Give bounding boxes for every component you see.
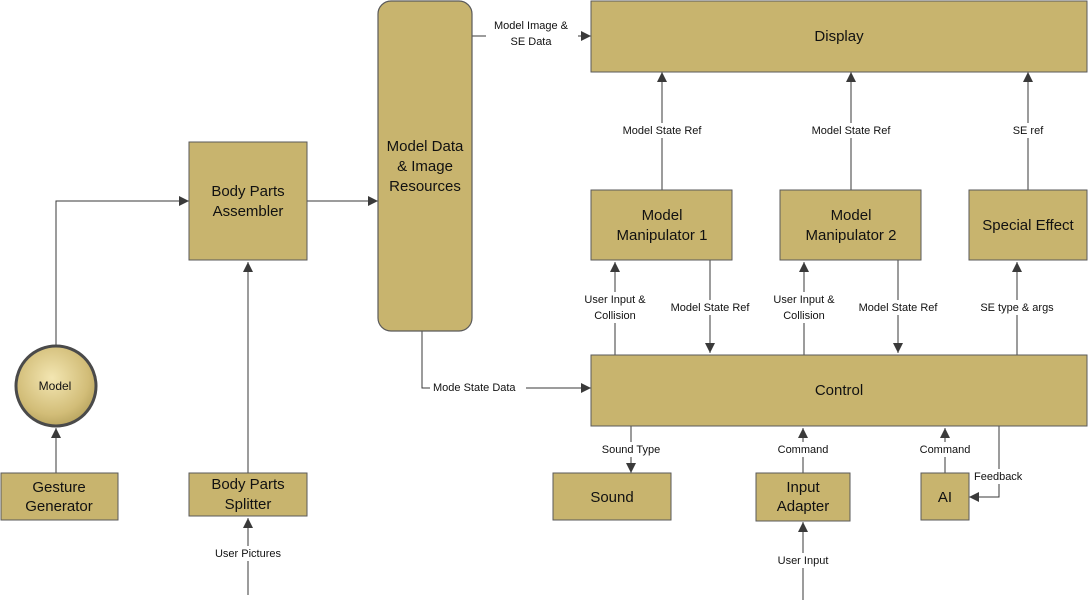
input-adapter-box bbox=[755, 472, 851, 522]
label-control-state-ref-1: Model State Ref bbox=[671, 302, 751, 314]
label-mode-state-data: Mode State Data bbox=[433, 382, 516, 394]
edge-control-to-ai-feedback bbox=[969, 426, 1000, 502]
label-user-pictures: User Pictures bbox=[215, 548, 282, 560]
gesture-generator-label-line1: Gesture bbox=[32, 479, 85, 496]
body-parts-assembler-label-line1: Body Parts bbox=[211, 183, 284, 200]
model-manipulator-1-label-line1: Model bbox=[642, 207, 683, 224]
gesture-generator-box bbox=[0, 472, 119, 521]
input-adapter-label-line2: Adapter bbox=[777, 498, 830, 515]
label-feedback: Feedback bbox=[974, 471, 1023, 483]
label-command-input: Command bbox=[778, 444, 829, 456]
model-manipulator-2-label-line2: Manipulator 2 bbox=[806, 227, 897, 244]
label-user-input-collision-2-line1: User Input & bbox=[773, 294, 835, 306]
model-data-store bbox=[377, 0, 473, 332]
label-se-ref: SE ref bbox=[1013, 125, 1045, 137]
special-effect-box bbox=[968, 189, 1088, 261]
model-circle bbox=[14, 344, 98, 428]
label-user-input-collision-1-line2: Collision bbox=[594, 310, 636, 322]
display-label: Display bbox=[814, 28, 864, 45]
special-effect-label: Special Effect bbox=[982, 217, 1074, 234]
body-parts-splitter-label-line2: Splitter bbox=[225, 496, 272, 513]
body-parts-assembler-box bbox=[188, 141, 308, 261]
sound-box bbox=[552, 472, 672, 521]
label-se-type-args: SE type & args bbox=[980, 302, 1054, 314]
model-manipulator-2-box bbox=[779, 189, 922, 261]
model-data-label-line1: Model Data bbox=[387, 138, 464, 155]
label-mm1-state-ref: Model State Ref bbox=[623, 125, 703, 137]
model-label: Model bbox=[39, 379, 72, 393]
gesture-generator-label-line2: Generator bbox=[25, 498, 93, 515]
sound-label: Sound bbox=[590, 489, 633, 506]
label-user-input: User Input bbox=[778, 555, 829, 567]
body-parts-assembler-label-line2: Assembler bbox=[213, 203, 284, 220]
label-model-image-line2: SE Data bbox=[511, 36, 553, 48]
control-label: Control bbox=[815, 382, 863, 399]
model-data-label-line2: & Image bbox=[397, 158, 453, 175]
label-sound-type: Sound Type bbox=[602, 444, 661, 456]
model-manipulator-1-box bbox=[590, 189, 733, 261]
model-manipulator-1-label-line2: Manipulator 1 bbox=[617, 227, 708, 244]
display-box bbox=[590, 0, 1088, 73]
model-manipulator-2-label-line1: Model bbox=[831, 207, 872, 224]
label-command-ai: Command bbox=[920, 444, 971, 456]
edge-model-data-to-control bbox=[421, 331, 591, 393]
model-data-label-line3: Resources bbox=[389, 178, 461, 195]
control-box bbox=[590, 354, 1088, 427]
ai-label: AI bbox=[938, 489, 952, 506]
input-adapter-label-line1: Input bbox=[786, 479, 820, 496]
label-user-input-collision-2-line2: Collision bbox=[783, 310, 825, 322]
body-parts-splitter-label-line1: Body Parts bbox=[211, 476, 284, 493]
ai-box bbox=[920, 472, 970, 521]
label-user-input-collision-1-line1: User Input & bbox=[584, 294, 646, 306]
label-mm2-state-ref: Model State Ref bbox=[812, 125, 892, 137]
nodes: Display Model Manipulator 1 Model Manipu… bbox=[0, 0, 1088, 522]
edge-model-to-assembler bbox=[55, 196, 189, 345]
label-control-state-ref-2: Model State Ref bbox=[859, 302, 939, 314]
label-model-image-line1: Model Image & bbox=[494, 20, 569, 32]
edge-labels: Model Image & SE Data Model State Ref Mo… bbox=[209, 17, 1060, 568]
body-parts-splitter-box bbox=[188, 472, 308, 517]
